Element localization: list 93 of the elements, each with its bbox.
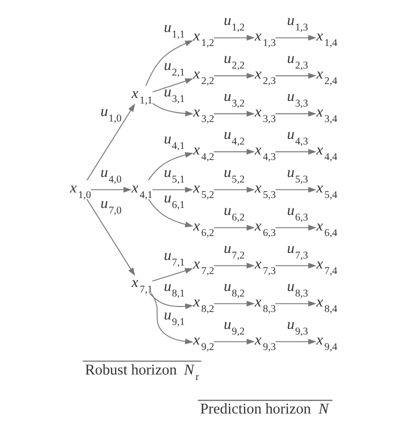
node-text: x$_{8,2}$ — [193, 294, 214, 314]
node-text: x$_{9,2}$ — [193, 332, 214, 352]
edge-label: u$_{1,2}$ — [224, 12, 245, 33]
edge-label: u$_{9,1}$ — [164, 307, 185, 328]
arrow — [145, 40, 194, 86]
edge-label: u$_{8,1}$ — [164, 278, 185, 299]
node-text: x$_{4,1}$ — [132, 180, 153, 200]
node-text: x$_{2,3}$ — [254, 66, 276, 87]
arrow — [213, 110, 255, 116]
edge-label: u$_{1,1}$ — [164, 19, 185, 40]
edge-label: u$_{7,0}$ — [100, 196, 122, 216]
node-text: x$_{3,3}$ — [254, 104, 276, 125]
edge-label: u$_{1,0}$ — [100, 103, 122, 124]
node-text: x$_{2,2}$ — [193, 66, 214, 87]
edge-label: u$_{2,1}$ — [164, 57, 185, 78]
node-text: x$_{1,1}$ — [132, 86, 153, 106]
arrow — [275, 338, 316, 344]
node-text: x$_{5,2}$ — [193, 180, 214, 200]
arrow — [275, 34, 316, 40]
node-text: x$_{6,2}$ — [193, 218, 214, 238]
edge-label: u$_{9,3}$ — [287, 316, 308, 337]
arrow — [213, 186, 255, 192]
node-text: x$_{9,4}$ — [316, 332, 338, 352]
arrow — [152, 102, 194, 116]
node-text: x$_{1,0}$ — [70, 180, 92, 200]
node-text: x$_{4,2}$ — [193, 142, 214, 162]
arrow — [152, 186, 194, 192]
node-text: x$_{1,4}$ — [316, 28, 338, 49]
node-text: x$_{5,4}$ — [316, 180, 338, 200]
edge-label: u$_{7,1}$ — [164, 247, 185, 268]
node-text: x$_{7,4}$ — [316, 256, 338, 276]
arrow — [148, 198, 194, 227]
arrow — [275, 186, 316, 192]
edge-label: u$_{3,2}$ — [224, 88, 245, 109]
node-text: x$_{1,3}$ — [254, 28, 276, 49]
arrow — [213, 34, 255, 40]
edge-label: u$_{6,2}$ — [224, 202, 245, 223]
node-text: x$_{2,4}$ — [316, 66, 338, 87]
edge-label: u$_{9,2}$ — [224, 316, 245, 337]
edge-label: u$_{4,0}$ — [100, 164, 122, 185]
edge-label: u$_{6,1}$ — [164, 190, 185, 210]
arrow — [152, 268, 194, 282]
edge-label: u$_{8,3}$ — [287, 278, 308, 299]
arrow — [90, 186, 132, 192]
arrow — [86, 198, 136, 276]
arrow — [213, 72, 255, 78]
node-text: x$_{8,3}$ — [254, 294, 276, 314]
node-text: x$_{9,3}$ — [254, 332, 276, 352]
edge-label: u$_{2,2}$ — [224, 50, 245, 71]
edge-label: u$_{3,3}$ — [287, 88, 308, 109]
arrow — [213, 262, 255, 268]
node-text: x$_{5,3}$ — [254, 180, 276, 200]
node-text: x$_{3,4}$ — [316, 104, 338, 125]
arrow — [275, 300, 316, 306]
edge-label: u$_{3,1}$ — [164, 84, 185, 104]
node-text: x$_{6,3}$ — [254, 218, 276, 238]
arrow — [275, 110, 316, 116]
arrow — [213, 148, 255, 154]
arrow — [275, 224, 316, 230]
node-text: x$_{8,4}$ — [316, 294, 338, 314]
node-text: x$_{4,3}$ — [254, 142, 276, 162]
node-text: x$_{6,4}$ — [316, 218, 338, 238]
arrow — [86, 103, 136, 180]
arrow — [275, 72, 316, 78]
edge-label: u$_{4,3}$ — [287, 126, 308, 147]
arrow — [150, 292, 194, 344]
edge-label: u$_{4,1}$ — [164, 131, 185, 152]
arrow — [275, 262, 316, 268]
arrow — [213, 338, 255, 344]
edge-label: u$_{6,3}$ — [287, 202, 308, 223]
edge-label: u$_{5,1}$ — [164, 164, 185, 185]
arrow — [148, 152, 194, 180]
label: Prediction horizon N — [200, 400, 329, 417]
edge-label: u$_{2,3}$ — [287, 50, 308, 71]
edge-label: u$_{8,2}$ — [224, 278, 245, 299]
node-text: x$_{7,1}$ — [132, 274, 153, 295]
node-text: x$_{4,4}$ — [316, 142, 338, 162]
arrow — [213, 224, 255, 230]
label: Robust horizon N$_{r}$ — [85, 362, 199, 382]
edge-label: u$_{7,3}$ — [287, 240, 308, 261]
edge-label: u$_{5,3}$ — [287, 164, 308, 185]
node-text: x$_{7,3}$ — [254, 256, 276, 276]
node-text: x$_{7,2}$ — [193, 256, 214, 276]
arrow — [275, 148, 316, 154]
node-text: x$_{1,2}$ — [193, 28, 214, 49]
node-text: x$_{3,2}$ — [193, 104, 214, 125]
arrow — [149, 292, 194, 309]
edge-label: u$_{5,2}$ — [224, 164, 245, 185]
arrow — [152, 78, 194, 92]
edge-label: u$_{1,3}$ — [287, 12, 308, 33]
edge-label: u$_{7,2}$ — [224, 240, 245, 261]
edge-label: u$_{4,2}$ — [224, 126, 245, 147]
arrow — [213, 300, 255, 306]
